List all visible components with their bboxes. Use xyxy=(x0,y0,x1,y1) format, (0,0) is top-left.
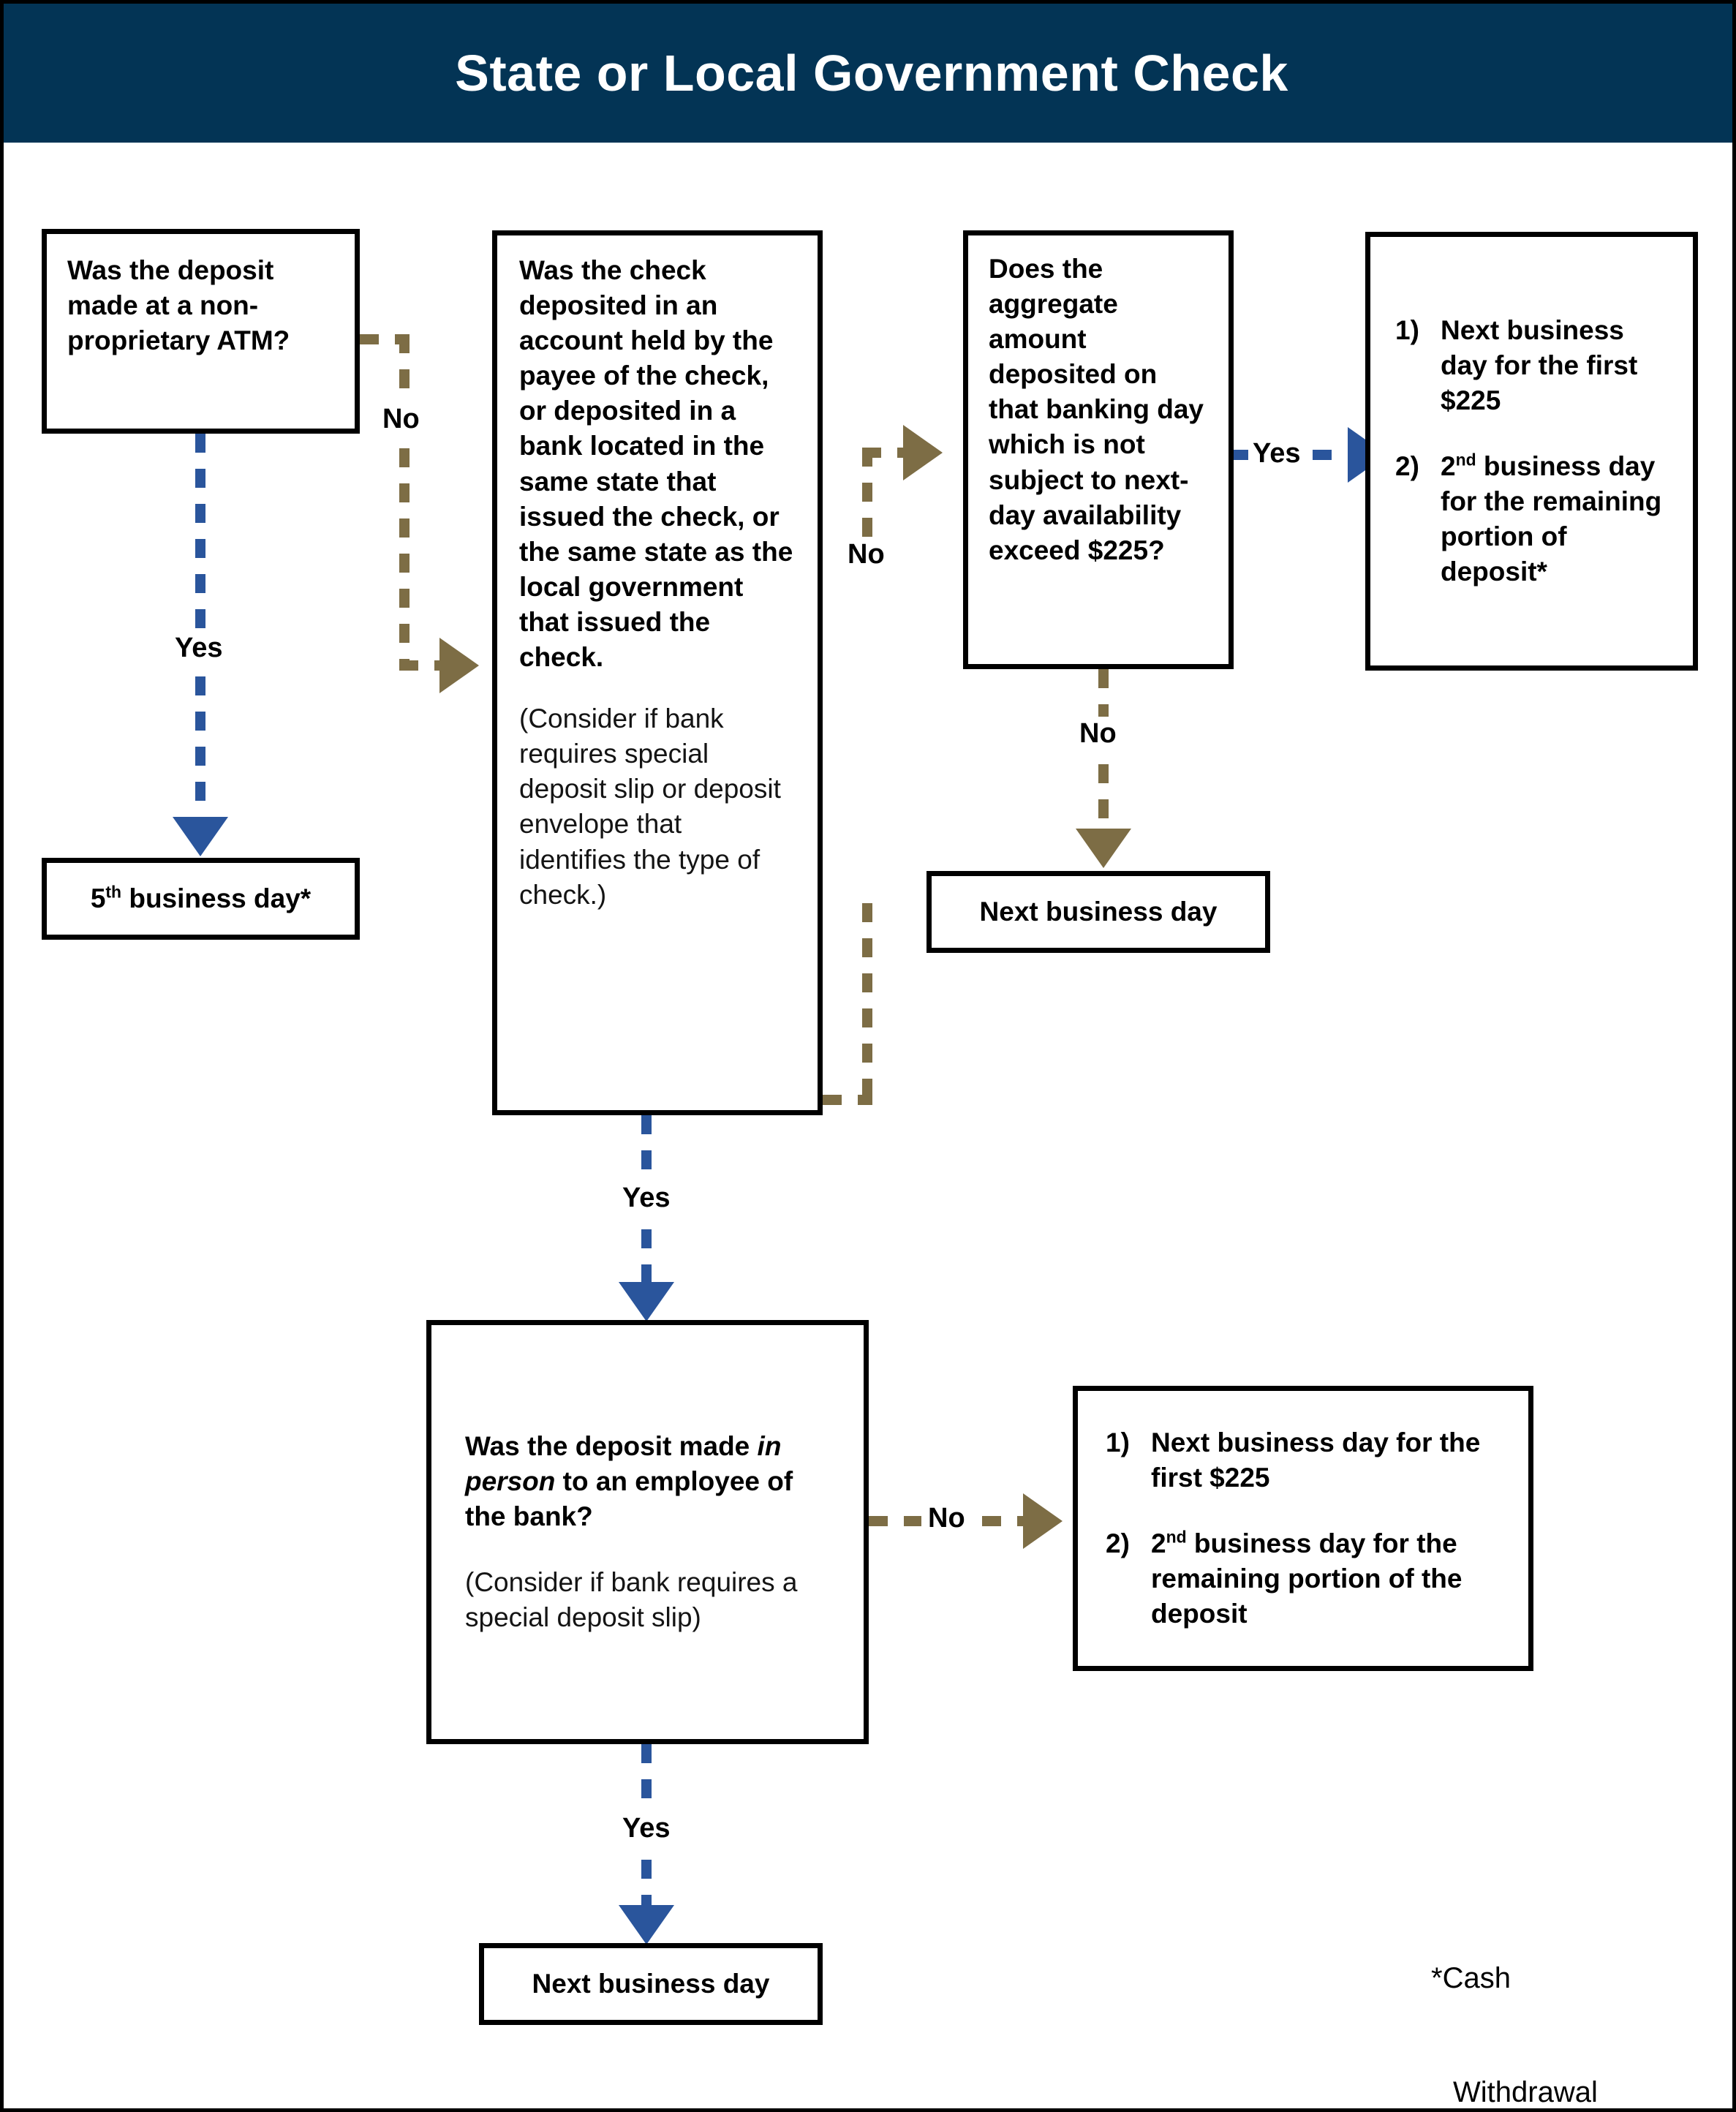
edge-check-no-seg1 xyxy=(823,1095,872,1105)
outcome-next-business-day-middle: Next business day xyxy=(927,871,1270,953)
edge-check-no-seg3 xyxy=(862,448,907,458)
edge-atm-yes-arrowhead xyxy=(173,817,228,856)
list-item: 1) Next business day for the first $225 xyxy=(1106,1425,1501,1496)
edge-atm-no-seg3 xyxy=(399,660,443,671)
footnote-cash-withdrawal-rule: *Cash Withdrawal Rule xyxy=(1431,1883,1598,2108)
edge-label-check-no: No xyxy=(843,538,889,571)
edge-label-atm-yes: Yes xyxy=(170,631,227,665)
outcome-two-step-bottom-list: 1) Next business day for the first $225 … xyxy=(1106,1425,1501,1632)
edge-check-yes-arrowhead xyxy=(619,1282,674,1321)
decision-aggregate-amount: Does the aggregate amount deposited on t… xyxy=(963,230,1234,669)
outcome-fifth-business-day: 5th business day* xyxy=(42,858,360,940)
edge-atm-yes-line-lower xyxy=(195,676,205,823)
outcome-next-business-day-bottom-text: Next business day xyxy=(532,1968,770,1999)
footnote-line-2: Withdrawal xyxy=(1453,2076,1598,2108)
decision-atm: Was the deposit made at a non-proprietar… xyxy=(42,229,360,434)
edge-label-inperson-yes: Yes xyxy=(618,1811,675,1845)
outcome-item-text: Next business day for the first $225 xyxy=(1151,1427,1481,1493)
edge-atm-no-arrowhead xyxy=(439,638,479,693)
outcome-next-business-day-bottom: Next business day xyxy=(479,1943,823,2025)
edge-check-yes-line-lower xyxy=(641,1229,652,1288)
page-title: State or Local Government Check xyxy=(455,45,1288,102)
edge-atm-yes-line-upper xyxy=(195,434,205,630)
edge-check-no-seg2-upper xyxy=(862,448,872,539)
edge-label-check-yes: Yes xyxy=(618,1181,675,1215)
outcome-item-text: 2nd business day for the remaining porti… xyxy=(1151,1527,1463,1629)
decision-check-state-note: (Consider if bank requires special depos… xyxy=(519,704,781,910)
page-header: State or Local Government Check xyxy=(4,4,1732,143)
decision-in-person: Was the deposit made in person to an emp… xyxy=(426,1320,869,1744)
decision-in-person-question: Was the deposit made in person to an emp… xyxy=(465,1430,793,1531)
list-item: 2) 2nd business day for the remaining po… xyxy=(1395,449,1668,589)
footnote-line-1: *Cash xyxy=(1431,1962,1511,1994)
outcome-two-step-top-list: 1) Next business day for the first $225 … xyxy=(1395,313,1668,590)
edge-atm-no-seg2-lower xyxy=(399,448,410,660)
edge-inperson-no-arrowhead xyxy=(1023,1493,1063,1549)
edge-label-inperson-no: No xyxy=(924,1501,970,1535)
outcome-item-text: Next business day for the first $225 xyxy=(1441,314,1638,415)
edge-aggregate-no-line-lower xyxy=(1098,764,1109,834)
edge-inperson-no-seg2 xyxy=(982,1516,1026,1526)
edge-check-yes-line-upper xyxy=(641,1115,652,1188)
outcome-item-text: 2nd business day for the remaining porti… xyxy=(1441,450,1662,587)
edge-inperson-yes-line-lower xyxy=(641,1860,652,1911)
outcome-fifth-business-day-text: 5th business day* xyxy=(90,882,312,913)
edge-inperson-yes-arrowhead xyxy=(619,1905,674,1945)
edge-inperson-yes-line-upper xyxy=(641,1744,652,1817)
edge-aggregate-no-arrowhead xyxy=(1076,829,1131,868)
edge-label-atm-no: No xyxy=(378,402,424,436)
outcome-next-business-day-middle-text: Next business day xyxy=(979,896,1218,927)
edge-inperson-no-seg1 xyxy=(869,1516,921,1526)
edge-atm-no-seg2-upper xyxy=(399,334,410,397)
outcome-two-step-top: 1) Next business day for the first $225 … xyxy=(1365,232,1698,671)
edge-label-aggregate-no: No xyxy=(1075,717,1121,750)
edge-atm-no-seg1 xyxy=(360,334,410,344)
edge-check-no-arrowhead xyxy=(903,425,943,480)
edge-aggregate-yes-seg2 xyxy=(1313,450,1351,460)
list-item: 2) 2nd business day for the remaining po… xyxy=(1106,1526,1501,1632)
edge-aggregate-no-line-upper xyxy=(1098,669,1109,726)
decision-in-person-note: (Consider if bank requires a special dep… xyxy=(465,1567,798,1633)
decision-check-state: Was the check deposited in an account he… xyxy=(492,230,823,1115)
decision-aggregate-amount-text: Does the aggregate amount deposited on t… xyxy=(989,254,1204,565)
decision-atm-text: Was the deposit made at a non-proprietar… xyxy=(67,255,290,356)
edge-label-aggregate-yes: Yes xyxy=(1248,437,1305,470)
edge-check-no-seg2-lower xyxy=(862,903,872,1099)
outcome-two-step-bottom: 1) Next business day for the first $225 … xyxy=(1073,1386,1533,1671)
list-item: 1) Next business day for the first $225 xyxy=(1395,313,1668,418)
decision-check-state-question: Was the check deposited in an account he… xyxy=(519,255,793,673)
